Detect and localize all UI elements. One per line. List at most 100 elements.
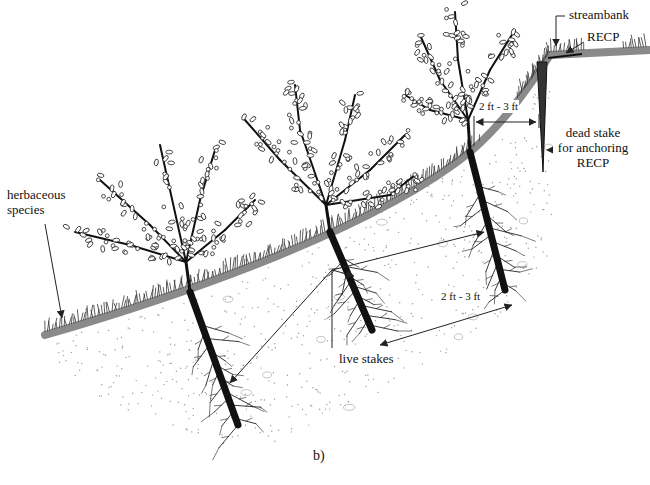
grass-blade — [583, 43, 584, 50]
root — [348, 315, 351, 322]
soil-dot — [216, 413, 217, 414]
leader-line — [566, 42, 584, 53]
soil-dot — [278, 430, 279, 431]
soil-dot — [462, 195, 463, 196]
soil-dot — [163, 364, 164, 365]
leaf — [459, 86, 466, 94]
soil-dot — [504, 237, 505, 238]
soil-dot — [254, 326, 255, 327]
root — [327, 314, 335, 319]
leaf — [249, 192, 256, 200]
soil-dot — [526, 243, 527, 244]
soil-dot — [517, 167, 518, 168]
grass-blade — [74, 314, 77, 323]
root — [228, 333, 242, 339]
soil-dot — [445, 352, 446, 353]
soil-dot — [400, 335, 401, 336]
soil-dot — [435, 215, 436, 216]
leaf — [288, 91, 295, 95]
soil-dot — [271, 349, 272, 350]
pebble — [343, 404, 355, 410]
leaf — [451, 102, 458, 110]
soil-dot — [273, 303, 274, 304]
soil-dot — [189, 349, 190, 350]
soil-dot — [510, 143, 511, 144]
grass-blade — [471, 136, 472, 148]
soil-dot — [422, 294, 423, 295]
soil-dot — [507, 184, 508, 185]
soil-dot — [533, 97, 534, 98]
soil-dot — [191, 431, 192, 432]
soil-dot — [288, 284, 289, 285]
soil-dot — [319, 409, 320, 410]
soil-dot — [548, 160, 549, 161]
soil-dot — [271, 431, 272, 432]
leaf-bud — [183, 239, 187, 243]
grass-blade — [158, 284, 160, 297]
herbaceous-grass — [45, 33, 646, 332]
grass-blade — [139, 293, 140, 302]
grass-blade — [223, 261, 224, 274]
leaf-bud — [336, 166, 340, 170]
leaf — [363, 164, 370, 168]
leaf-bud — [448, 62, 452, 66]
grass-blade — [129, 299, 131, 306]
leaf — [426, 99, 433, 103]
soil-dot — [289, 416, 290, 417]
leaf-bud — [437, 63, 441, 67]
soil-dot — [411, 351, 412, 352]
leaf-bud — [414, 188, 418, 192]
soil-dot — [349, 381, 350, 382]
grass-blade — [288, 240, 291, 247]
soil-dot — [469, 225, 470, 226]
soil-dot — [129, 356, 130, 357]
soil-dot — [403, 218, 404, 219]
leaf-bud — [191, 218, 195, 222]
soil-dot — [451, 327, 452, 328]
grass-blade — [433, 166, 434, 176]
soil-dot — [364, 249, 365, 250]
leaf-bud — [292, 187, 296, 191]
herbaceous-label: herbaceous species — [6, 188, 78, 218]
soil-dot — [265, 339, 266, 340]
grass-blade — [323, 219, 325, 232]
leaf-bud — [212, 229, 216, 233]
soil-dot — [421, 318, 422, 319]
leaf — [258, 199, 266, 205]
leaf-bud — [331, 198, 335, 202]
branch — [468, 120, 470, 152]
soil-dot — [221, 434, 222, 435]
leaf — [441, 117, 447, 125]
soil-dot — [505, 255, 506, 256]
grass-blade — [170, 283, 172, 293]
soil-dot — [186, 366, 187, 367]
soil-dot — [347, 308, 348, 309]
soil-dot — [188, 379, 189, 380]
branch — [300, 130, 326, 205]
root — [505, 229, 511, 232]
soil-dot — [385, 247, 386, 248]
soil-dot — [170, 401, 171, 402]
soil-dot — [495, 201, 496, 202]
root — [454, 226, 461, 227]
soil-dot — [465, 312, 466, 313]
root — [507, 212, 516, 220]
soil-dot — [454, 246, 455, 247]
leaf — [339, 99, 347, 106]
soil-dot — [155, 377, 156, 378]
pebble — [317, 337, 326, 343]
soil-dot — [138, 403, 139, 404]
leaf — [475, 76, 483, 83]
root — [348, 308, 355, 310]
pebble — [454, 334, 462, 340]
soil-dot — [416, 274, 417, 275]
soil-dot — [283, 332, 284, 333]
soil-dot — [453, 244, 454, 245]
soil-dot — [174, 344, 175, 345]
soil-dot — [515, 142, 516, 143]
soil-dot — [250, 363, 251, 364]
soil-dot — [111, 386, 112, 387]
soil-dot — [299, 373, 300, 374]
leaf-bud — [436, 82, 440, 86]
soil-dot — [141, 392, 142, 393]
